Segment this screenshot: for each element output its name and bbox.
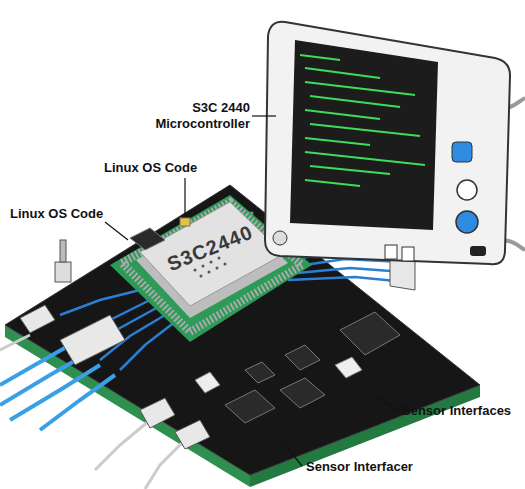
- cable: [40, 375, 115, 430]
- code-line: [300, 55, 340, 60]
- dot: [216, 267, 219, 270]
- button: [452, 142, 472, 162]
- display-case: [265, 22, 510, 264]
- leader-line: [252, 115, 276, 116]
- ic: [285, 345, 320, 370]
- connector: [175, 420, 210, 449]
- code-line: [305, 152, 425, 165]
- display-screen: [290, 40, 438, 230]
- display-unit: [265, 22, 510, 264]
- leader-line: [285, 445, 302, 466]
- connector: [140, 398, 175, 428]
- switch: [402, 247, 414, 261]
- callout-label: S3C 2440 Microcontroller: [136, 100, 250, 132]
- code-line: [305, 138, 370, 145]
- button: [273, 231, 287, 245]
- connector: [60, 315, 125, 365]
- ic: [340, 312, 400, 355]
- cable: [0, 345, 70, 385]
- leader-lines: [105, 116, 398, 466]
- led: [180, 218, 190, 226]
- sensor: [195, 372, 220, 393]
- code-line: [305, 68, 380, 78]
- potentiometer: [55, 262, 71, 282]
- trace: [288, 277, 406, 282]
- dot: [224, 263, 227, 266]
- leader-line: [184, 178, 185, 215]
- chip-top: [140, 202, 284, 306]
- dot: [210, 261, 213, 264]
- ic: [130, 228, 165, 250]
- cable: [145, 440, 185, 489]
- leader-line: [378, 398, 398, 410]
- callout-label: Linux OS Code: [104, 160, 224, 176]
- ic: [245, 362, 275, 383]
- sensor: [335, 357, 362, 378]
- ic: [280, 378, 325, 408]
- dot: [200, 275, 203, 278]
- connector: [20, 305, 55, 333]
- cable: [95, 420, 150, 470]
- knob: [456, 211, 478, 233]
- cable: [10, 365, 100, 420]
- dot: [194, 269, 197, 272]
- trace: [60, 290, 140, 315]
- port: [470, 246, 486, 256]
- code-line: [310, 166, 390, 174]
- cables: [0, 335, 185, 489]
- switch: [385, 245, 397, 259]
- callout-label: Sensor Interfaces: [402, 403, 525, 419]
- button: [457, 180, 477, 200]
- dot: [202, 265, 205, 268]
- code-line: [305, 180, 360, 186]
- callout-label: Sensor Interfacer: [306, 459, 446, 475]
- potentiometer-shaft: [60, 240, 66, 262]
- dot: [208, 271, 211, 274]
- cable: [0, 335, 30, 350]
- code-line: [310, 96, 400, 107]
- code-line: [305, 82, 415, 95]
- callout-label: Linux OS Code: [10, 206, 130, 222]
- ic: [225, 390, 275, 423]
- code-line: [310, 124, 420, 136]
- code-line: [305, 110, 380, 119]
- trace: [120, 318, 180, 370]
- screen-code: [300, 55, 425, 186]
- leader-line: [105, 222, 128, 240]
